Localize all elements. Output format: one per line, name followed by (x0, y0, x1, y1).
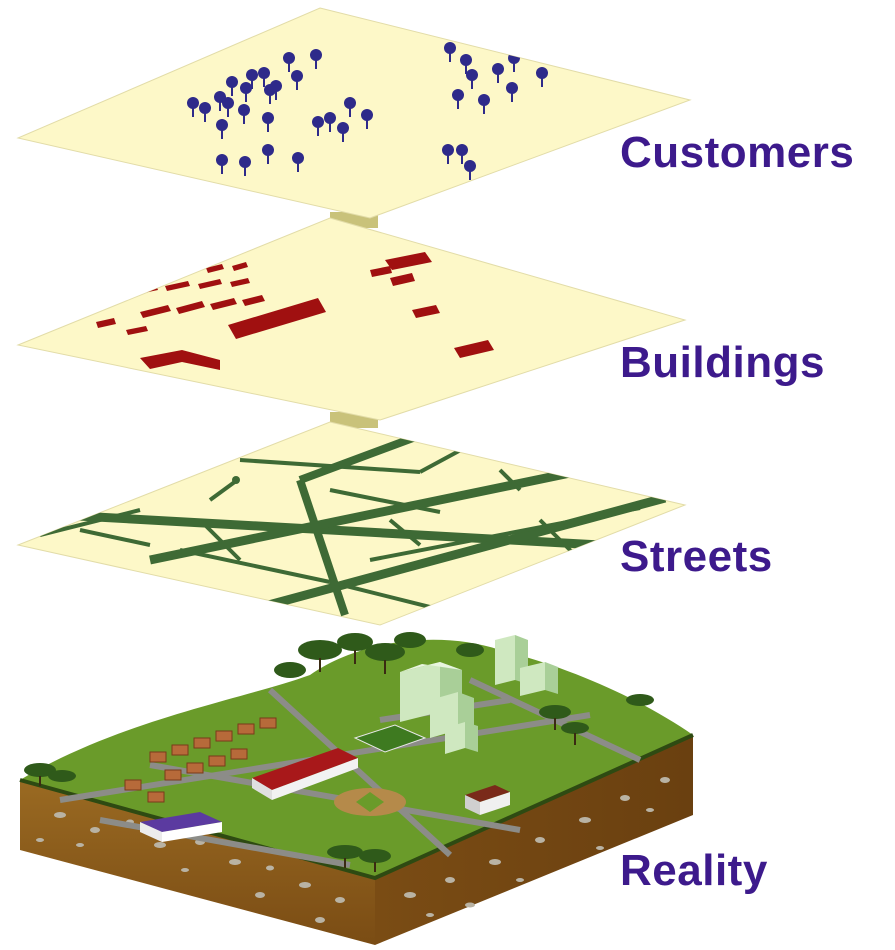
street-minor (79, 528, 151, 547)
buildings-plane (16, 217, 687, 421)
street-minor (198, 518, 242, 562)
street-cul-de-sac (208, 479, 238, 502)
street-minor (498, 468, 522, 492)
map-pin-icon (442, 144, 454, 164)
building-footprint (385, 252, 432, 270)
map-pin-icon (310, 49, 322, 69)
building-footprint (150, 268, 172, 277)
building-footprint (230, 278, 250, 287)
building-footprint (390, 273, 415, 286)
cul-de-sac-end (232, 476, 240, 484)
map-pin-icon (187, 97, 199, 117)
sports-field (353, 724, 427, 753)
map-pin-icon (292, 152, 304, 172)
map-pin-icon (464, 160, 476, 180)
street-major (296, 478, 349, 617)
building-footprint (206, 264, 224, 273)
reality-building-school (140, 812, 222, 842)
map-pin-icon (226, 76, 238, 96)
building-footprints (96, 248, 538, 370)
buildings-label: Buildings (620, 338, 825, 387)
map-pin-icon (456, 144, 468, 164)
street-minor (179, 548, 331, 584)
map-pin-icon (216, 154, 228, 174)
building-footprint (454, 340, 494, 358)
reality-building-hall (252, 748, 358, 800)
map-pin-icon (337, 122, 349, 142)
map-pin-icon (444, 42, 456, 62)
building-footprint (370, 266, 392, 277)
street-network (39, 424, 667, 617)
streets-layer (16, 421, 687, 626)
soil-pebbles (36, 777, 670, 923)
reality-tree-trunks (39, 650, 576, 872)
map-pin-icon (312, 116, 324, 136)
map-pin-icon (262, 112, 274, 132)
building-footprint (140, 305, 171, 318)
map-pin-icon (283, 52, 295, 72)
building-footprint (472, 248, 498, 260)
map-pin-icon (452, 89, 464, 109)
customers-layer (16, 7, 692, 219)
streets-label: Streets (620, 532, 773, 581)
soil-face-right (375, 735, 693, 945)
map-pin-icon (324, 112, 336, 132)
reality-layer (19, 632, 694, 945)
reality-building-house (465, 785, 510, 815)
building-footprint (506, 254, 538, 269)
terrain-rim (19, 733, 694, 881)
map-pin-icon (264, 84, 276, 104)
map-pin-icon (361, 109, 373, 129)
street-minor (388, 518, 422, 547)
buildings-layer (16, 217, 687, 421)
building-footprint (232, 262, 248, 271)
map-pin-icon (466, 69, 478, 89)
map-pin-icon (344, 97, 356, 117)
building-footprint (176, 301, 205, 314)
building-footprint (210, 298, 237, 310)
map-pin-icon (258, 67, 270, 87)
map-pin-icon (460, 54, 472, 74)
map-pin-icon (291, 70, 303, 90)
street-minor (239, 458, 421, 474)
map-pin-icon (492, 63, 504, 83)
map-pin-icon (246, 69, 258, 89)
map-pin-icon (536, 67, 548, 87)
map-pin-icon (506, 82, 518, 102)
building-footprint (198, 279, 222, 289)
ballpark-infield (356, 792, 384, 812)
map-pin-icon (478, 94, 490, 114)
building-footprint (165, 281, 190, 291)
building-footprint (140, 350, 220, 370)
map-pin-icon (240, 82, 252, 102)
reality-label: Reality (620, 846, 768, 895)
customers-plane (16, 7, 692, 219)
street-minor (39, 508, 141, 537)
map-pin-icon (199, 102, 211, 122)
reality-apartment-towers (400, 635, 558, 754)
customer-pins (187, 42, 548, 180)
building-footprint (96, 318, 116, 328)
street-minor (329, 488, 441, 514)
street-minor (369, 506, 641, 562)
building-footprint (242, 295, 265, 306)
map-pin-icon (239, 156, 251, 176)
building-footprint (228, 298, 326, 339)
building-footprint (412, 305, 440, 318)
street-major (149, 467, 576, 565)
reality-houses (124, 717, 277, 803)
customers-label: Customers (620, 128, 855, 177)
map-pin-icon (238, 104, 250, 124)
map-pin-icon (216, 119, 228, 139)
map-pin-icon (222, 97, 234, 117)
reality-trees (24, 632, 654, 863)
building-footprint (126, 326, 148, 335)
map-pin-icon (262, 144, 274, 164)
